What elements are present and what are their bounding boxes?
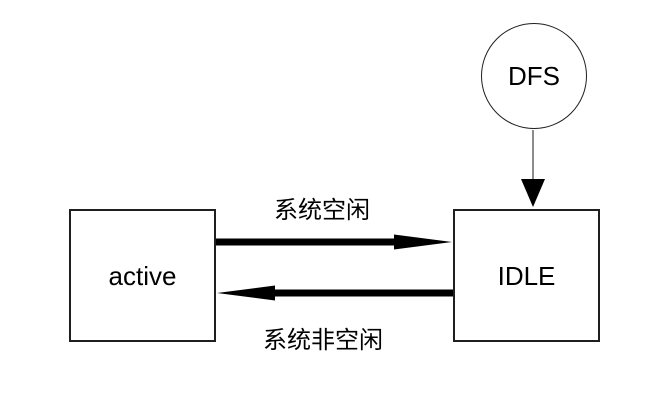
node-idle: IDLE bbox=[453, 209, 600, 342]
edge-label-system-idle: 系统空闲 bbox=[274, 197, 370, 224]
edge-active-to-idle bbox=[216, 234, 452, 250]
node-idle-label: IDLE bbox=[497, 260, 556, 291]
edge-idle-to-active bbox=[217, 285, 453, 301]
arrowhead-left-icon bbox=[217, 285, 275, 301]
arrowhead-down-icon bbox=[521, 179, 545, 207]
edge-dfs-to-idle bbox=[521, 130, 545, 207]
arrowhead-right-icon bbox=[394, 234, 452, 250]
node-active: active bbox=[69, 209, 216, 342]
node-dfs: DFS bbox=[481, 23, 587, 129]
node-active-label: active bbox=[108, 260, 177, 291]
edge-label-system-not-idle: 系统非空闲 bbox=[263, 327, 383, 354]
node-dfs-label: DFS bbox=[508, 61, 560, 91]
